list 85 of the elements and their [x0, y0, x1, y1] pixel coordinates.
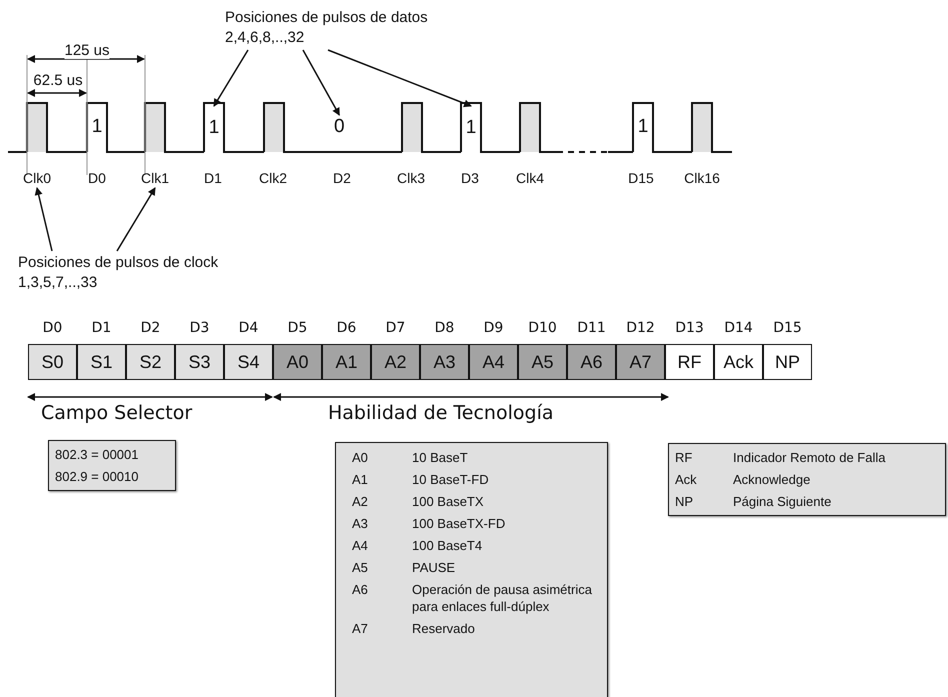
field-code: RF	[675, 449, 694, 466]
bit-field-cell: A7	[616, 344, 665, 380]
field-description: Página Siguiente	[733, 493, 832, 510]
callout-text: Posiciones de pulsos de datos 2,4,6,8,..,32	[225, 8, 450, 48]
bit-field-cell: NP	[763, 344, 812, 380]
field-code: A2	[352, 493, 369, 510]
field-title: Habilidad de Tecnología	[328, 402, 554, 424]
field-code: A7	[352, 620, 369, 637]
bit-field-cell: A4	[469, 344, 518, 380]
value-entry: 802.9 = 00010	[55, 468, 140, 485]
bit-field-cell: Ack	[714, 344, 763, 380]
bit-number: D11	[577, 320, 606, 336]
bit-field-cell: A5	[518, 344, 567, 380]
field-code: A1	[352, 471, 369, 488]
field-code: A6	[352, 581, 369, 599]
bit-number: D12	[626, 320, 655, 336]
field-code: A0	[352, 449, 369, 466]
field-code: A5	[352, 559, 369, 576]
bit-number: D4	[238, 320, 258, 336]
field-code: Ack	[675, 471, 698, 488]
bit-number: D14	[724, 320, 753, 336]
field-description: 10 BaseT	[412, 449, 469, 466]
bit-value: 1	[638, 116, 648, 138]
bit-number: D2	[140, 320, 160, 336]
bit-number: D3	[190, 320, 210, 336]
pulse-label: Clk2	[259, 170, 287, 186]
leader-arrow	[116, 187, 156, 252]
field-description: 10 BaseT-FD	[412, 471, 490, 488]
field-description: Operación de pausa asimétrica para enlaces full-dúplex	[412, 581, 593, 615]
bit-number: D15	[773, 320, 802, 336]
bit-number: D13	[675, 320, 704, 336]
bit-value: 1	[464, 107, 478, 148]
leader-arrow	[213, 50, 249, 107]
pulse-label: Clk4	[516, 170, 544, 186]
field-description: 100 BaseTX	[412, 493, 485, 510]
bit-field-cell: A3	[420, 344, 469, 380]
field-description: Reservado	[412, 620, 476, 637]
bit-number: D6	[336, 320, 356, 336]
bit-field-cell: S3	[175, 344, 224, 380]
field-code: A4	[352, 537, 369, 554]
bit-field-cell: S2	[126, 344, 175, 380]
field-description: 100 BaseTX-FD	[412, 515, 506, 532]
bit-number: D10	[528, 320, 557, 336]
bit-number: D8	[434, 320, 454, 336]
pulse-label: D3	[461, 170, 479, 186]
field-title: Campo Selector	[41, 402, 192, 424]
bit-field-cell: S1	[77, 344, 126, 380]
bit-field-cell: S4	[224, 344, 273, 380]
value-entry: 802.3 = 00001	[55, 446, 140, 463]
pulse-label: Clk16	[684, 170, 720, 186]
bit-number: D5	[288, 320, 308, 336]
bit-field-cell: A6	[567, 344, 616, 380]
bit-number: D9	[484, 320, 504, 336]
pulse-label: D15	[628, 170, 654, 186]
field-description: PAUSE	[412, 559, 456, 576]
callout-text: Posiciones de pulsos de clock 1,3,5,7,..,33	[18, 253, 248, 293]
field-code: A3	[352, 515, 369, 532]
pulse-label: D1	[204, 170, 222, 186]
field-description: Acknowledge	[733, 471, 812, 488]
bit-field-cell: A2	[371, 344, 420, 380]
bit-value: 1	[92, 116, 102, 138]
leader-arrow	[34, 187, 53, 252]
field-code: NP	[675, 493, 694, 510]
bit-value: 0	[334, 116, 345, 138]
bit-field-cell: A1	[322, 344, 371, 380]
bit-field-cell: RF	[665, 344, 714, 380]
dimension-label: 125 us	[64, 42, 110, 59]
field-description: Indicador Remoto de Falla	[733, 449, 886, 466]
definition-table-box	[335, 442, 608, 697]
pulse-label: D0	[88, 170, 106, 186]
pulse-label: D2	[333, 170, 351, 186]
value-table-box	[48, 440, 176, 491]
bit-value: 1	[207, 107, 221, 148]
pulse-label: Clk0	[23, 170, 51, 186]
bit-number: D7	[386, 320, 406, 336]
leader-arrow	[328, 49, 472, 108]
bit-number: D0	[42, 320, 62, 336]
bit-field-cell: A0	[273, 344, 322, 380]
pulse-label: Clk1	[141, 170, 169, 186]
bit-field-cell: S0	[28, 344, 77, 380]
field-description: 100 BaseT4	[412, 537, 484, 554]
pulse-label: Clk3	[397, 170, 425, 186]
leader-arrow	[302, 50, 340, 116]
definition-table-box	[668, 443, 946, 516]
bit-number: D1	[92, 320, 112, 336]
